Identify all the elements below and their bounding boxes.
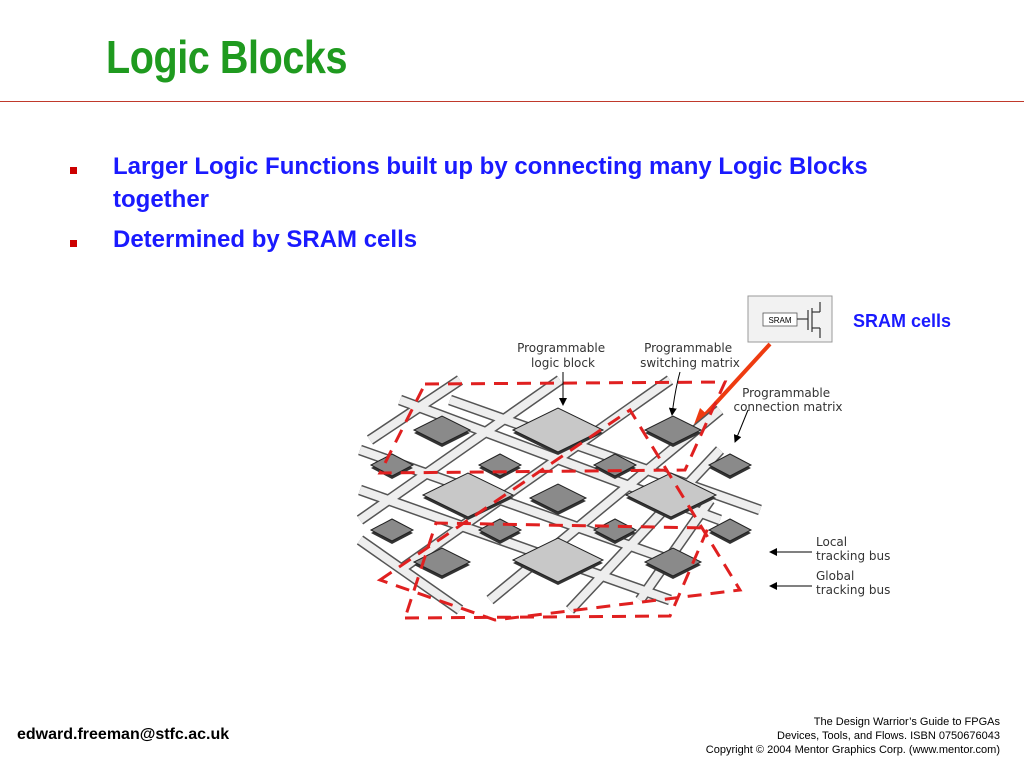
connection-matrix [369,518,415,542]
slide-title: Logic Blocks [106,31,348,83]
square-bullet-icon [70,167,77,174]
logic-fabric [356,375,762,615]
sram-cell-inset: SRAM [747,295,833,343]
square-bullet-icon [70,240,77,247]
connection-matrix [592,518,638,542]
tracking-bus-bar-fill [357,536,463,614]
dashed-outlines [376,380,743,622]
switching-matrix [412,547,472,577]
leader-connection-matrix [733,409,749,443]
fpga-logic-block-diagram: SRAM Programmable logic block Programmab… [356,295,890,622]
label-programmable-logic-block: Programmable logic block [517,341,609,370]
footer-credits: The Design Warrior’s Guide to FPGAs Devi… [706,715,1000,757]
connection-matrix [592,453,638,477]
label-programmable-switching-matrix: Programmable switching matrix [640,341,740,370]
transistor-icon [797,302,821,338]
leader-switching-matrix [668,371,681,416]
connection-matrix [707,453,753,477]
credit-line: The Design Warrior’s Guide to FPGAs [813,716,1000,728]
label-programmable-connection-matrix: Programmable connection matrix [733,386,842,414]
switching-matrix [528,483,588,513]
credit-line: Devices, Tools, and Flows. ISBN 07506760… [777,730,1000,742]
bullet-list: Larger Logic Functions built up by conne… [70,150,970,263]
dashed-outline-diagonal [376,407,743,622]
programmable-logic-block [511,407,605,453]
switching-matrix [643,547,703,577]
dashed-outline-top [377,380,728,475]
programmable-logic-block [624,472,718,518]
tracking-bus-bar-fill [358,486,672,604]
bullet-text: Larger Logic Functions built up by conne… [113,153,868,213]
programmable-logic-block [511,537,605,583]
bullet-item: Larger Logic Functions built up by conne… [70,150,970,216]
programmable-logic-block [421,472,515,518]
sram-cells-caption: SRAM cells [853,311,952,331]
credit-line: Copyright © 2004 Mentor Graphics Corp. (… [705,744,1000,756]
sram-box-label: SRAM [768,316,791,325]
switching-matrix [643,415,703,445]
tracking-bus-bar-fill [367,376,463,444]
connection-matrix [707,518,753,542]
tracking-bus-bar-fill [567,447,723,613]
bullet-text: Determined by SRAM cells [113,226,418,253]
footer-email: edward.freeman@stfc.ac.uk [17,726,230,743]
switching-matrix [412,415,472,445]
label-local-tracking-bus: Local tracking bus [816,535,890,563]
title-divider [0,101,1024,102]
tracking-bus-bar-fill [357,376,563,524]
bullet-item: Determined by SRAM cells [70,223,970,256]
label-global-tracking-bus: Global tracking bus [816,569,890,597]
